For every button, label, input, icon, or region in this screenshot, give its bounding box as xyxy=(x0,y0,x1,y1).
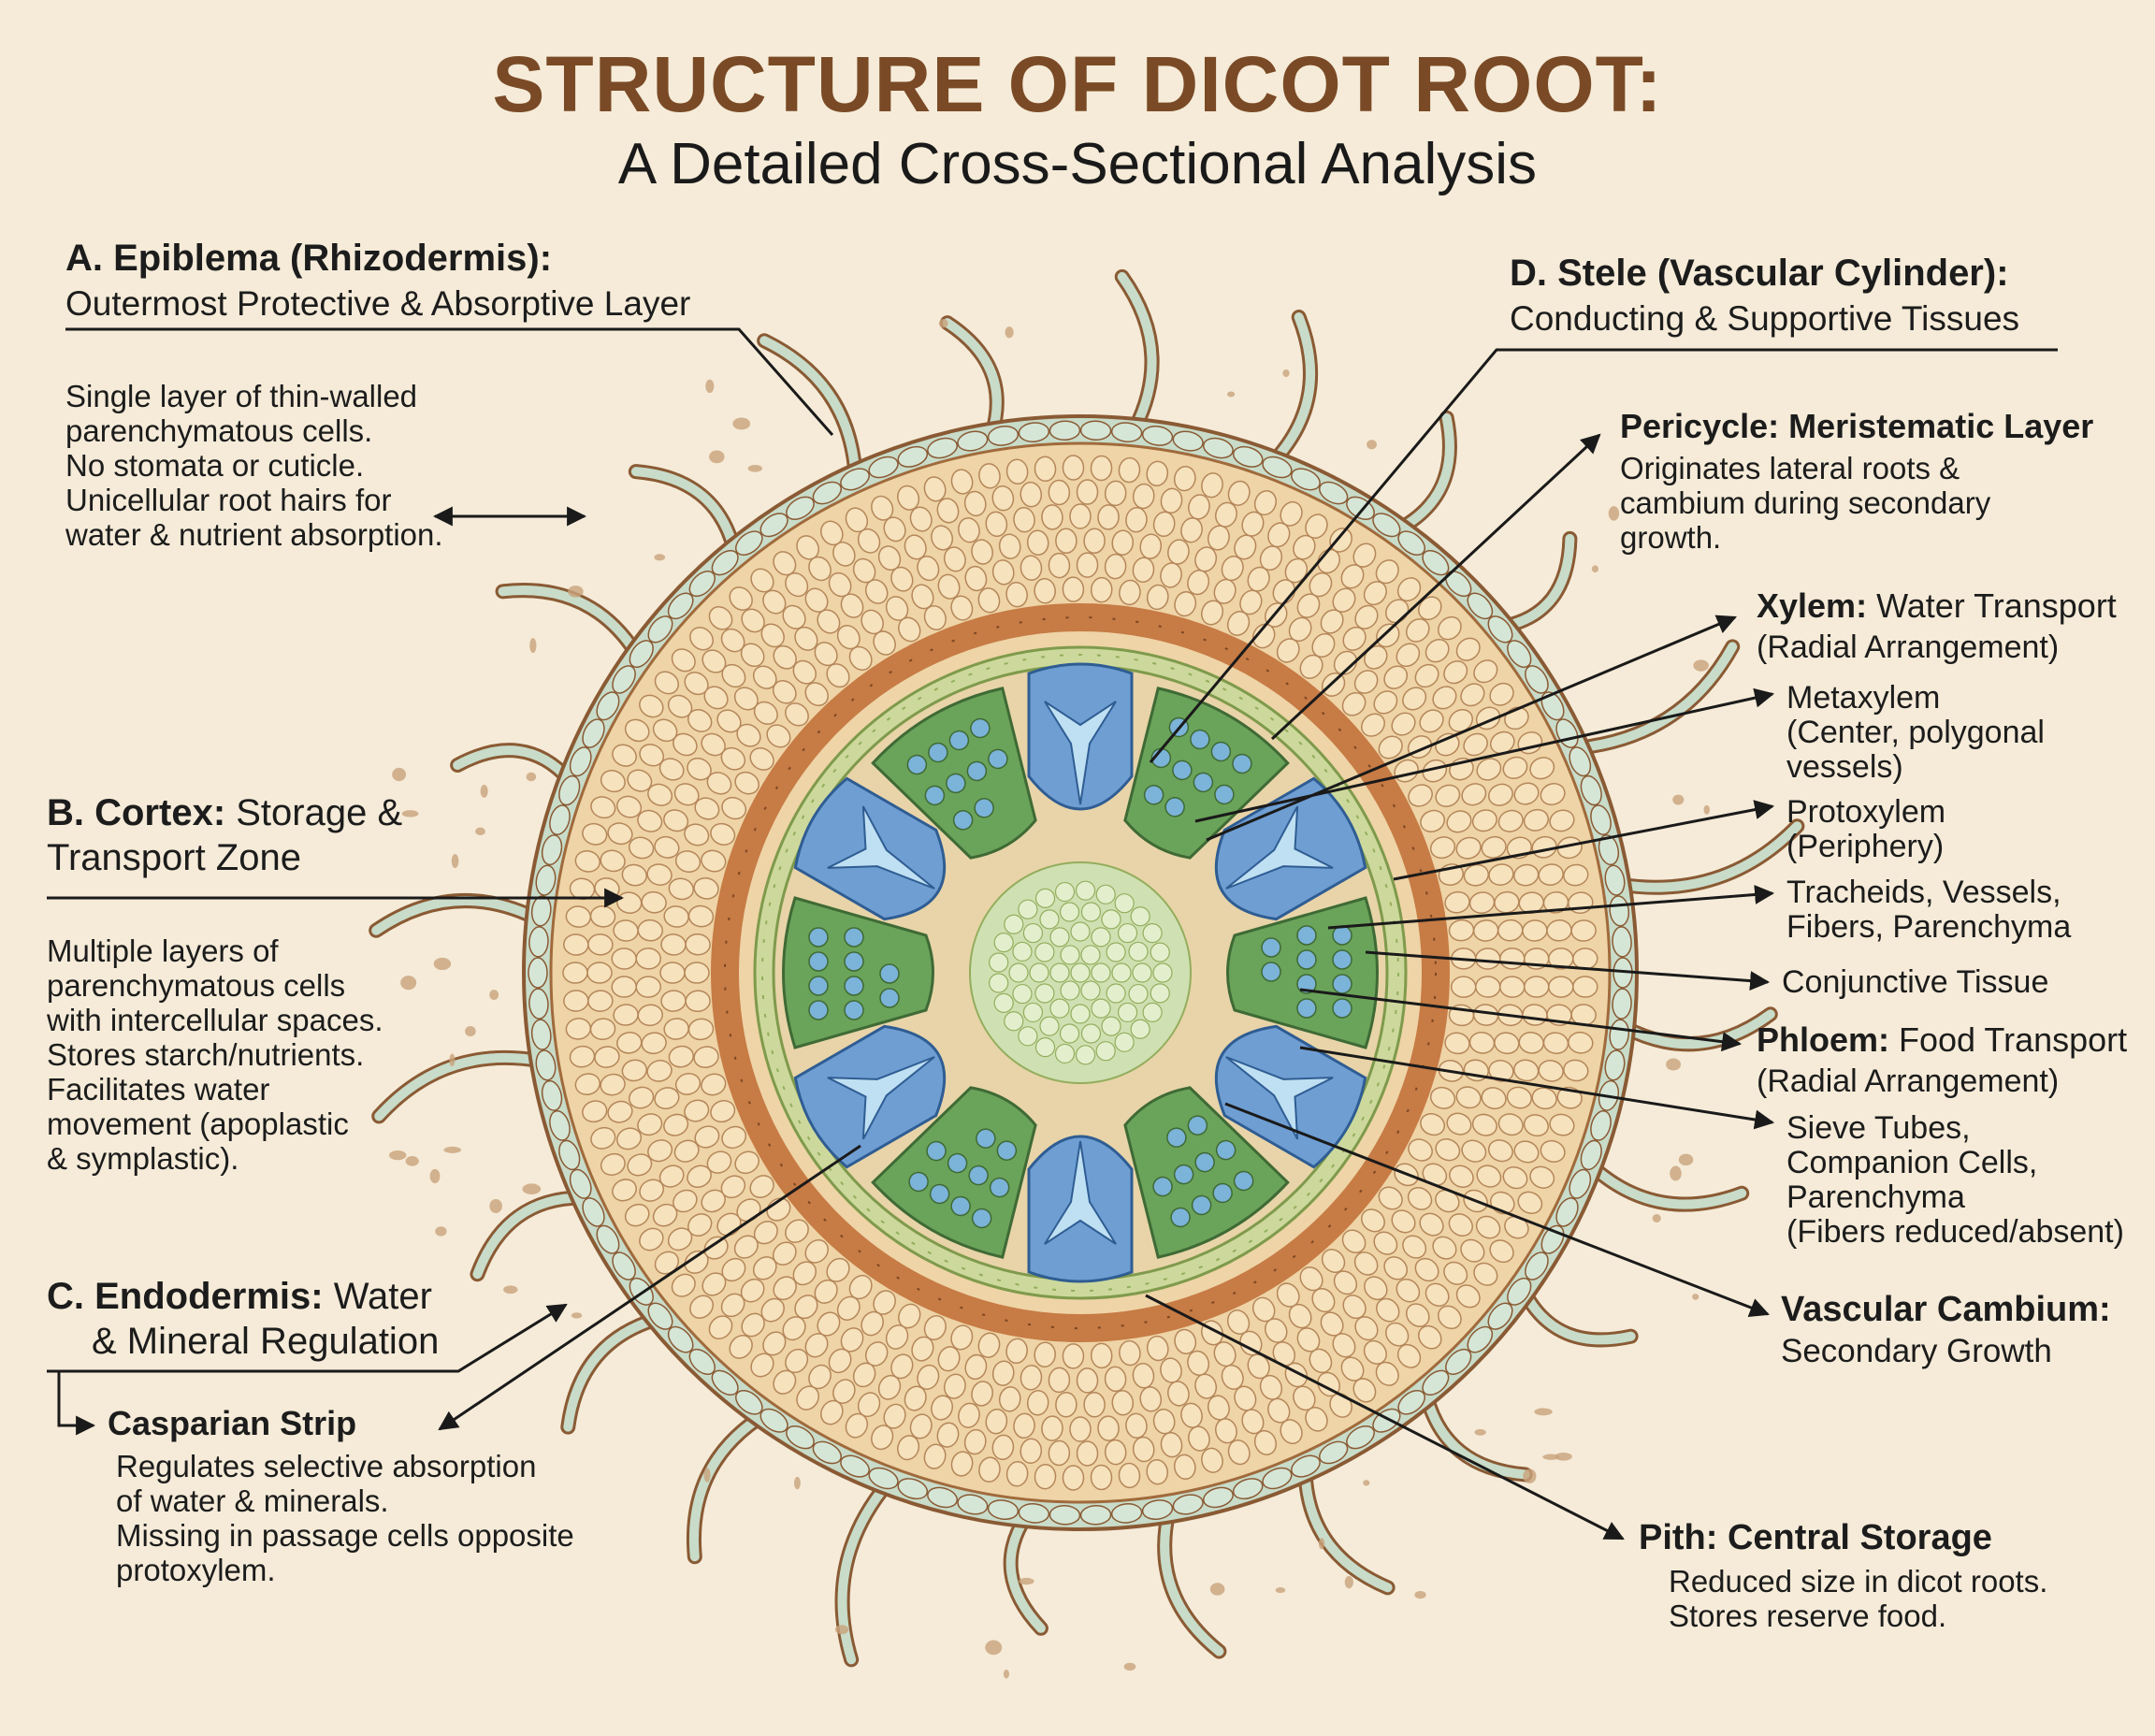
epiblema-subheading: Outermost Protective & Absorptive Layer xyxy=(65,284,691,323)
soil-particles xyxy=(389,318,1710,1679)
epiblema-description: Single layer of thin-walled parenchymato… xyxy=(65,379,443,552)
endodermis-subheading: & Mineral Regulation xyxy=(92,1321,440,1362)
metaxylem-label: Metaxylem (Center, polygonal vessels) xyxy=(1786,680,2045,785)
xylem-subheading: (Radial Arrangement) xyxy=(1757,629,2060,665)
stele-heading: D. Stele (Vascular Cylinder): xyxy=(1510,253,2009,294)
casparian-heading: Casparian Strip xyxy=(108,1404,357,1442)
vascular-cambium-subheading: Secondary Growth xyxy=(1781,1333,2052,1369)
vascular-cambium-heading: Vascular Cambium: xyxy=(1781,1290,2111,1329)
endodermis-heading: C. Endodermis: Water xyxy=(47,1276,432,1317)
pericycle-heading: Pericycle: Meristematic Layer xyxy=(1620,407,2094,445)
diagram-subtitle: A Detailed Cross-Sectional Analysis xyxy=(617,132,1538,196)
cortex-subheading: Transport Zone xyxy=(47,837,301,878)
pericycle-description: Originates lateral roots & cambium durin… xyxy=(1620,451,1991,555)
tracheids-label: Tracheids, Vessels, Fibers, Parenchyma xyxy=(1786,875,2072,945)
conjunctive-tissue-label: Conjunctive Tissue xyxy=(1782,964,2049,1000)
casparian-description: Regulates selective absorption of water … xyxy=(116,1449,574,1587)
cortex-heading: B. Cortex: Storage & xyxy=(47,792,403,833)
pith-heading: Pith: Central Storage xyxy=(1639,1518,1992,1557)
xylem-bundles xyxy=(793,662,1367,1283)
xylem-heading: Xylem: Water Transport xyxy=(1757,586,2117,625)
sieve-tubes-label: Sieve Tubes, Companion Cells, Parenchyma… xyxy=(1786,1110,2124,1250)
cortex-cells xyxy=(528,420,1633,1526)
diagram-title: STRUCTURE OF DICOT ROOT: xyxy=(492,40,1663,128)
epiblema-heading: A. Epiblema (Rhizodermis): xyxy=(65,238,553,279)
phloem-heading: Phloem: Food Transport xyxy=(1757,1020,2128,1059)
protoxylem-label: Protoxylem (Periphery) xyxy=(1786,794,1946,864)
pith-description: Reduced size in dicot roots. Stores rese… xyxy=(1669,1564,2048,1633)
pith-cells xyxy=(989,880,1173,1065)
stele-subheading: Conducting & Supportive Tissues xyxy=(1510,299,2020,338)
phloem-bundles xyxy=(782,687,1379,1259)
root-hairs xyxy=(369,268,1805,1668)
phloem-subheading: (Radial Arrangement) xyxy=(1757,1063,2060,1099)
cortex-description: Multiple layers of parenchymatous cells … xyxy=(47,933,383,1176)
leader-lines xyxy=(47,327,2058,1541)
